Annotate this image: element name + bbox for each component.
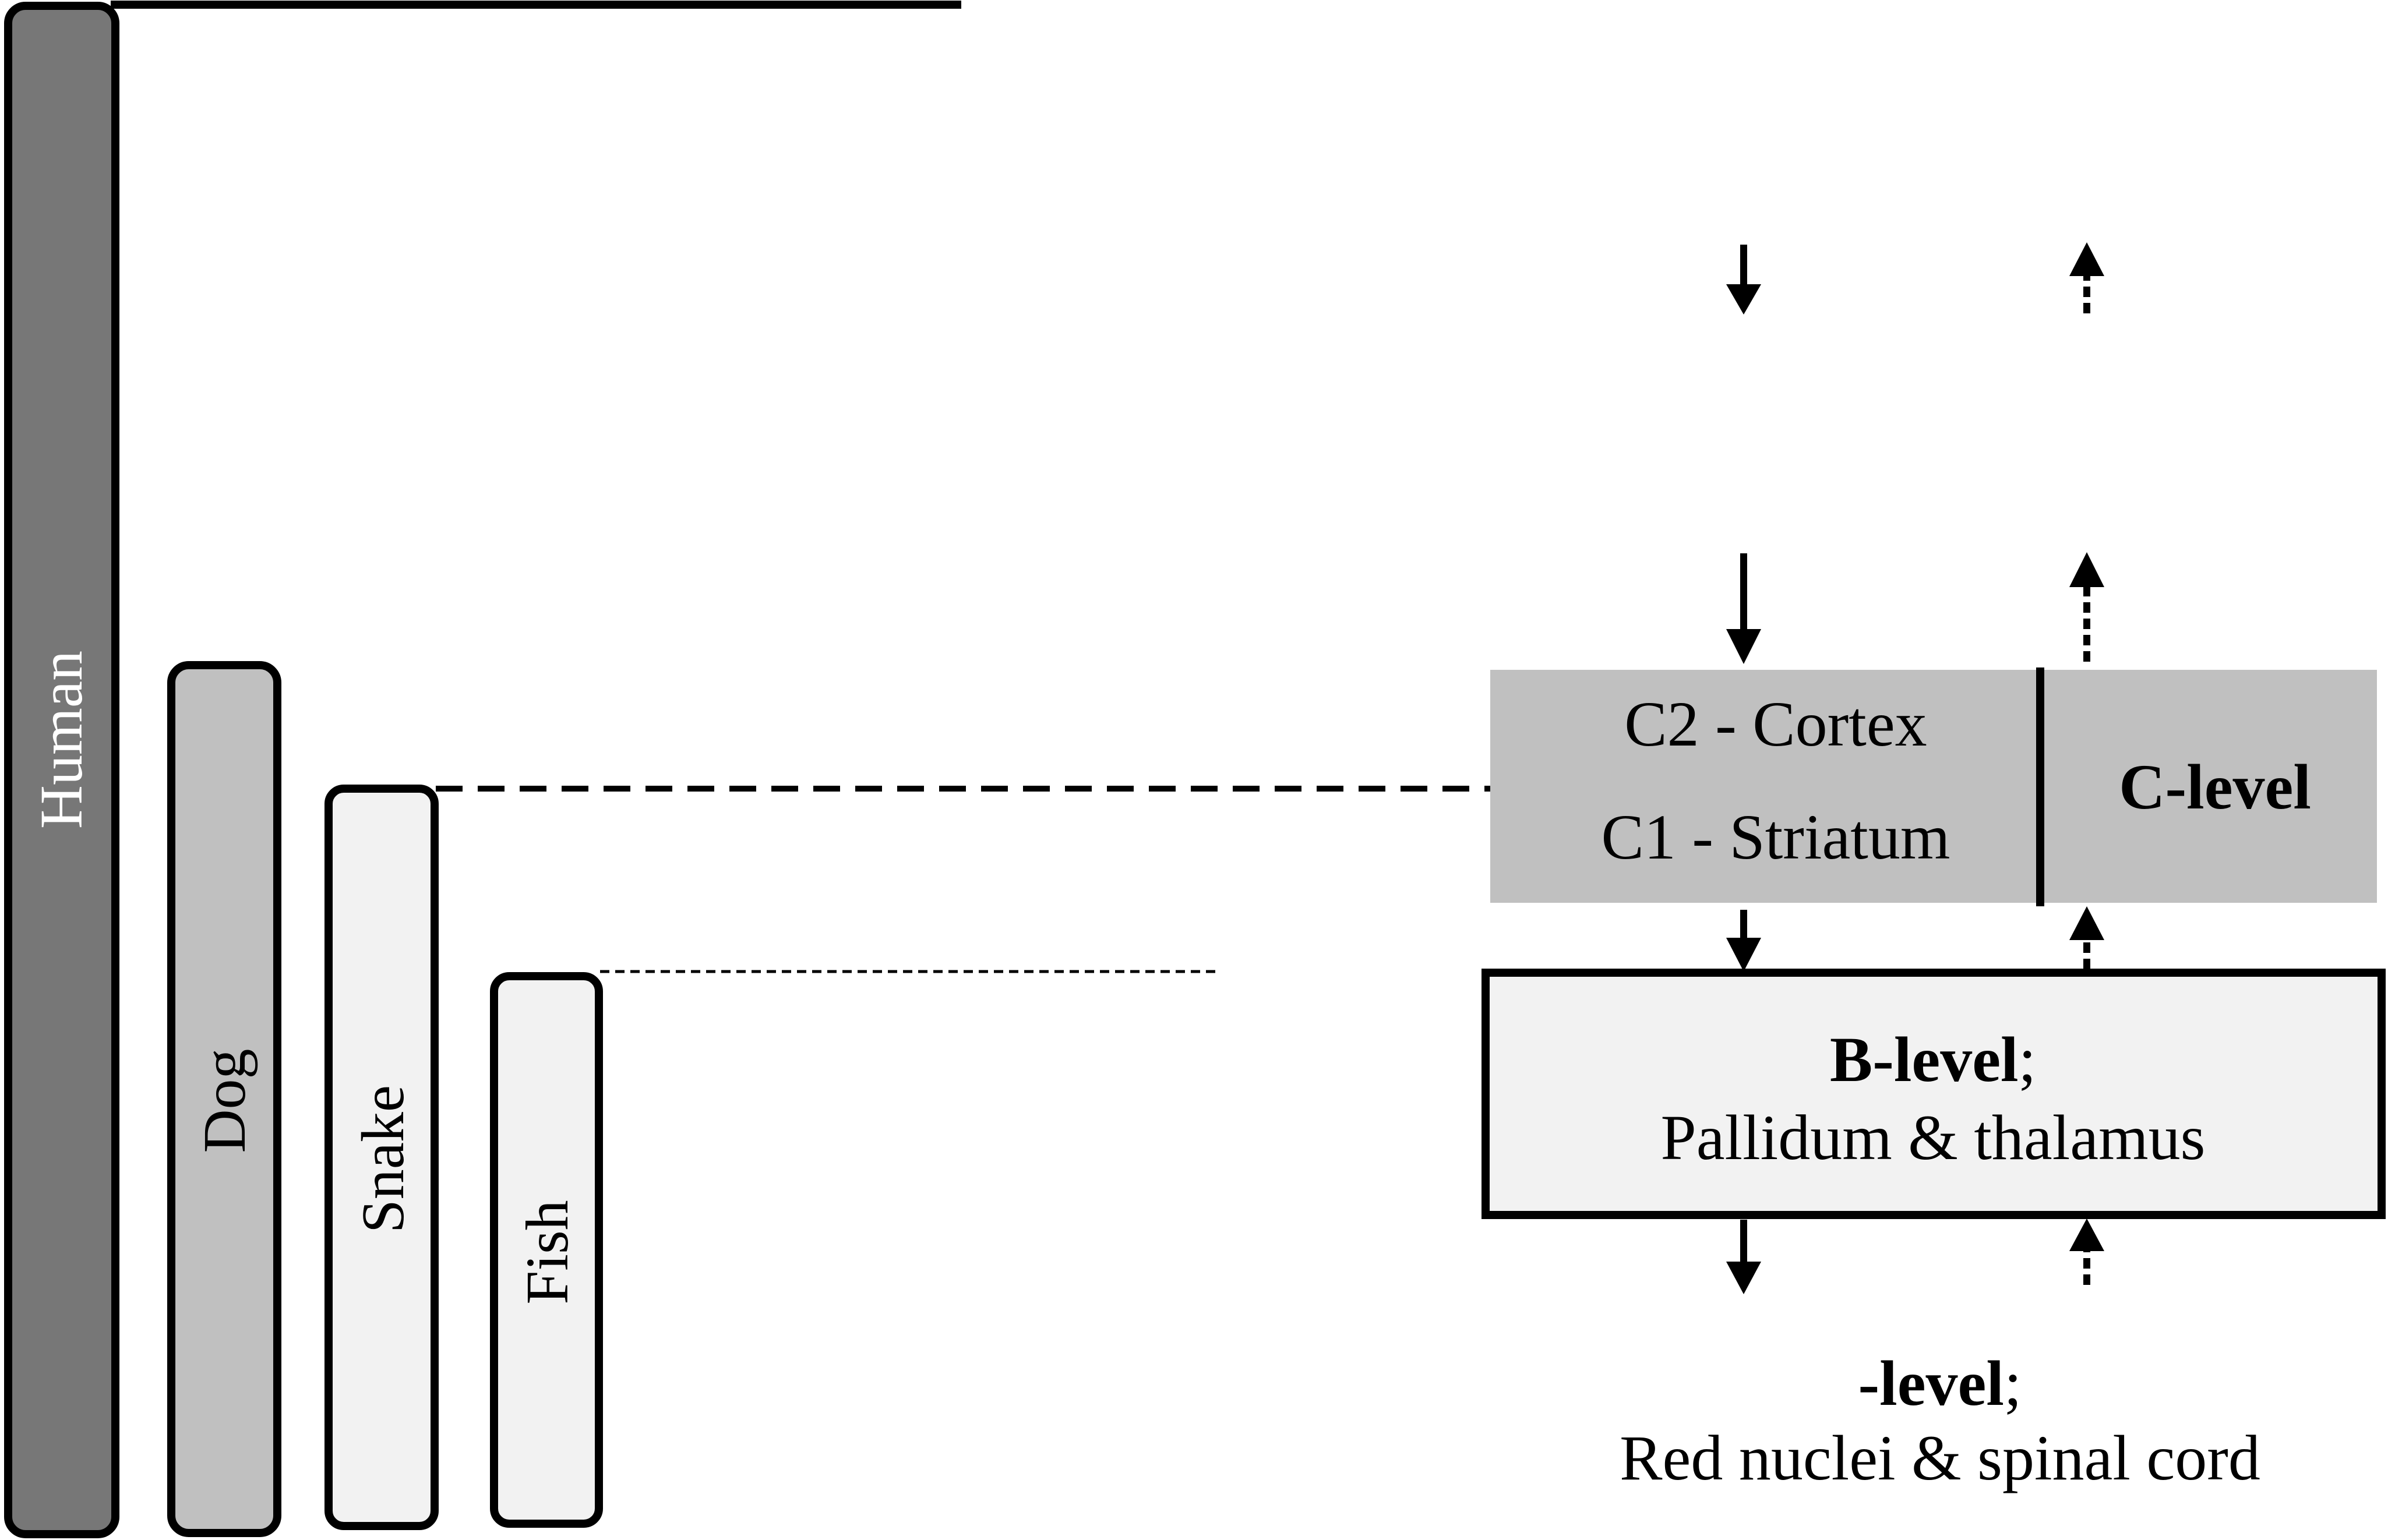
ascending-arrowhead-a — [2069, 1218, 2104, 1251]
species-label-human: Human — [28, 651, 95, 829]
b-level-box — [1482, 969, 2386, 1219]
a-level-separator: ; — [2004, 1348, 2022, 1419]
species-bar-dog — [167, 661, 281, 1537]
b-level-heading: B-level; — [1830, 1024, 2036, 1095]
descending-arrowhead-a — [1726, 1262, 1761, 1294]
species-label-dog: Dog — [191, 1048, 258, 1153]
b-level-label: B-level — [1830, 1024, 2019, 1095]
ascending-arrows — [2069, 242, 2104, 1285]
b-level-separator: ; — [2019, 1024, 2037, 1095]
species-label-fish: Fish — [514, 1200, 581, 1304]
ascending-arrowhead-c — [2069, 552, 2104, 587]
descending-arrowhead-c — [1726, 629, 1761, 664]
a-level-label: -level — [1858, 1348, 2004, 1419]
c2-cortex-label: C2 - Cortex — [1624, 688, 1927, 760]
c1-striatum-label: C1 - Striatum — [1602, 801, 1950, 873]
c-level-label: C-level — [2119, 751, 2311, 822]
ascending-arrowhead-top — [2069, 242, 2104, 276]
descending-arrowhead-b — [1726, 938, 1761, 972]
b-level-structures: Pallidum & thalamus — [1661, 1102, 2206, 1173]
species-bar-fish — [490, 972, 603, 1528]
species-label-snake: Snake — [350, 1085, 417, 1233]
a-level-heading: -level; — [1858, 1348, 2022, 1419]
descending-arrows — [1726, 245, 1761, 1294]
a-level-structures: Red nuclei & spinal cord — [1620, 1422, 2260, 1493]
c-level-box — [1490, 670, 2377, 903]
species-bar-human — [4, 2, 119, 1538]
species-bar-snake — [324, 785, 439, 1530]
descending-arrowhead-top — [1726, 284, 1761, 315]
ascending-arrowhead-b — [2069, 906, 2104, 940]
